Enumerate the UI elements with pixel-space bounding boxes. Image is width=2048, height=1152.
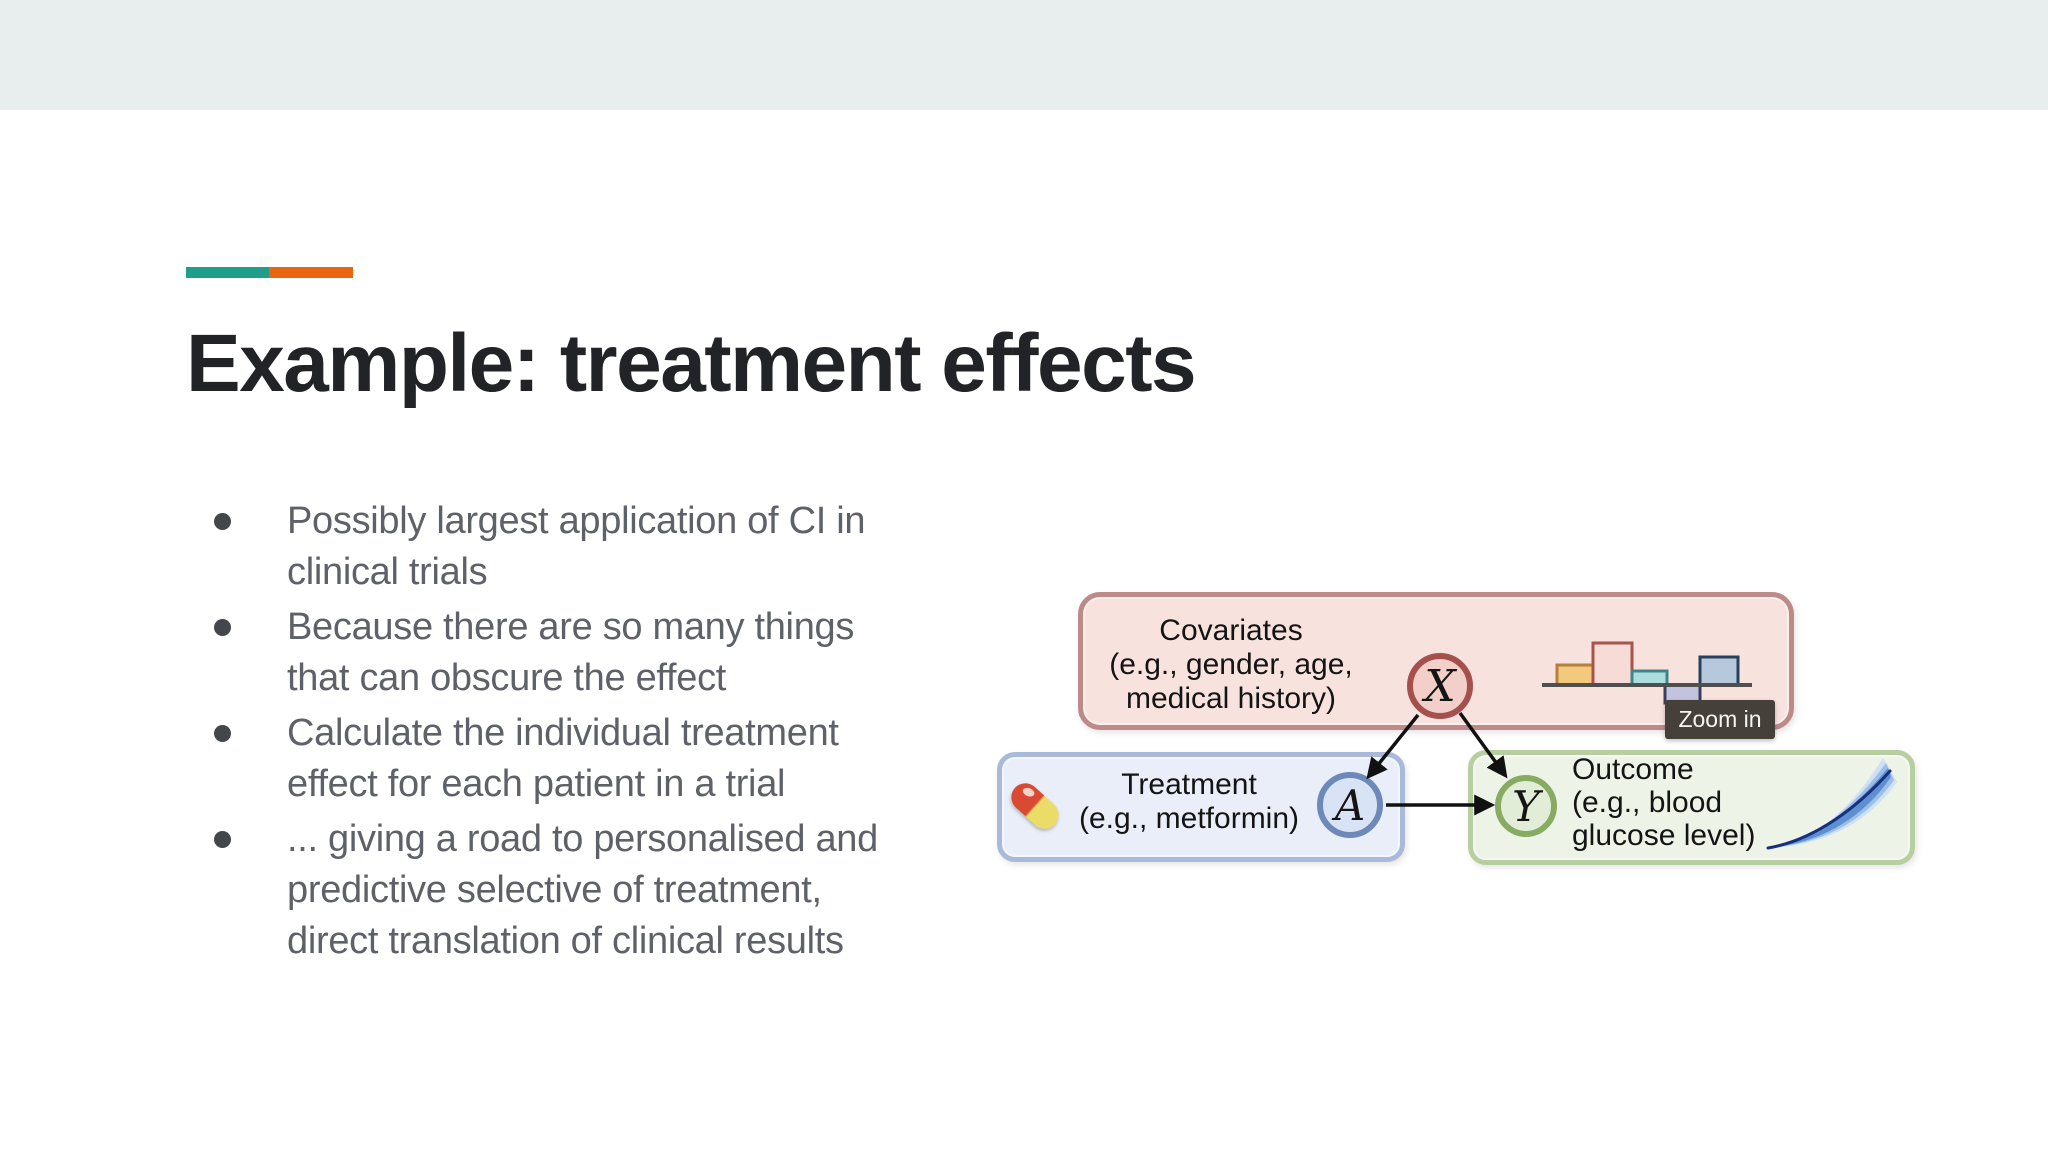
bullet-icon bbox=[214, 831, 231, 848]
slide-title: Example: treatment effects bbox=[186, 318, 1197, 409]
accent-teal-segment bbox=[186, 267, 269, 278]
node-a: A bbox=[1317, 772, 1383, 838]
histogram-bar bbox=[1591, 641, 1634, 687]
node-y: Y bbox=[1495, 775, 1557, 837]
bullet-text: Calculate the individual treatment effec… bbox=[287, 712, 839, 805]
outcome-title: Outcome bbox=[1572, 753, 1694, 786]
accent-orange-segment bbox=[269, 267, 353, 278]
bullet-text: ... giving a road to personalised and pr… bbox=[287, 818, 878, 962]
histogram-bar bbox=[1630, 669, 1669, 687]
covariates-label: Covariates (e.g., gender, age, medical h… bbox=[1103, 614, 1359, 716]
treatment-title: Treatment bbox=[1121, 768, 1257, 801]
header-band bbox=[0, 0, 2048, 110]
treatment-subtitle: (e.g., metformin) bbox=[1078, 802, 1300, 835]
list-item: ... giving a road to personalised and pr… bbox=[214, 814, 1014, 967]
outcome-label: Outcome (e.g., blood glucose level) bbox=[1572, 753, 1792, 852]
bullet-text: Possibly largest application of CI in cl… bbox=[287, 500, 866, 593]
treatment-label: Treatment (e.g., metformin) bbox=[1063, 768, 1315, 836]
bullet-icon bbox=[214, 619, 231, 636]
bullet-text: Because there are so many things that ca… bbox=[287, 606, 855, 699]
covariates-title: Covariates bbox=[1159, 614, 1303, 647]
list-item: Because there are so many things that ca… bbox=[214, 602, 1014, 704]
bullet-icon bbox=[214, 513, 231, 530]
title-accent-bar bbox=[186, 267, 353, 278]
bullet-icon bbox=[214, 725, 231, 742]
list-item: Calculate the individual treatment effec… bbox=[214, 708, 1014, 810]
mini-histogram-icon bbox=[1542, 641, 1752, 705]
histogram-bar bbox=[1698, 655, 1740, 687]
uncertainty-fan-icon bbox=[1766, 758, 1897, 850]
zoom-in-tooltip: Zoom in bbox=[1665, 700, 1775, 739]
bullet-list: Possibly largest application of CI in cl… bbox=[214, 496, 1014, 971]
histogram-bar bbox=[1555, 663, 1595, 687]
list-item: Possibly largest application of CI in cl… bbox=[214, 496, 1014, 598]
node-x: X bbox=[1407, 653, 1473, 719]
covariates-subtitle: (e.g., gender, age, medical history) bbox=[1109, 648, 1353, 715]
outcome-subtitle: (e.g., blood glucose level) bbox=[1572, 786, 1756, 852]
